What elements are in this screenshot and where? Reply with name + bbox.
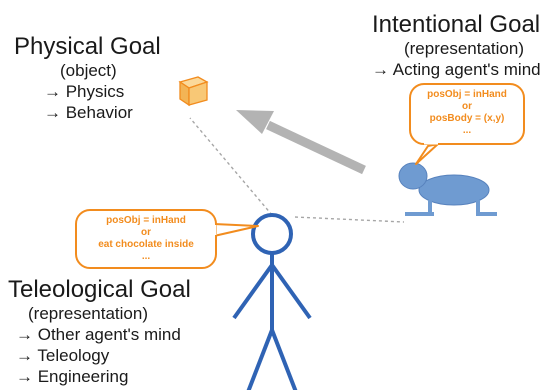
teleological-thought-bubble xyxy=(75,209,259,269)
physical-goal-subtitle: (object) xyxy=(60,61,117,80)
bubble-line: or xyxy=(141,227,151,238)
action-arrow xyxy=(236,110,366,175)
bubble-line: posBody = (x,y) xyxy=(429,113,505,124)
crawling-agent-icon xyxy=(398,162,497,216)
teleological-goal-block: Teleological Goal (representation) → Oth… xyxy=(8,276,228,387)
dotted-line-observer-to-object xyxy=(189,117,273,216)
physical-goal-block: Physical Goal (object) → Physics → Behav… xyxy=(14,33,214,123)
teleological-goal-item: → Teleology xyxy=(16,346,110,365)
physical-goal-title: Physical Goal xyxy=(14,33,161,60)
teleological-goal-subtitle: (representation) xyxy=(28,304,149,323)
intentional-goal-block: Intentional Goal (representation) → Acti… xyxy=(372,11,556,80)
bubble-line: ... xyxy=(462,125,472,136)
physical-goal-item: → Physics xyxy=(44,82,125,101)
teleological-goal-item: → Engineering xyxy=(16,367,129,386)
intentional-goal-title: Intentional Goal xyxy=(372,11,541,38)
physical-goal-item: → Behavior xyxy=(44,103,133,122)
bubble-line: ... xyxy=(141,251,151,262)
cube-icon xyxy=(178,76,209,107)
teleological-goal-title: Teleological Goal xyxy=(8,276,191,303)
intentional-bubble-text: posObj = inHand or posBody = (x,y) ... xyxy=(410,89,524,137)
teleological-goal-item: → Other agent's mind xyxy=(16,325,181,344)
stick-figure-icon xyxy=(232,213,312,390)
teleological-bubble-text: posObj = inHand or eat chocolate inside … xyxy=(76,215,216,263)
intentional-goal-item: → Acting agent's mind xyxy=(372,60,541,79)
bubble-line: posObj = inHand xyxy=(106,215,186,226)
dotted-line-observer-to-agent xyxy=(294,216,405,223)
intentional-goal-subtitle: (representation) xyxy=(403,39,524,58)
intentional-thought-bubble xyxy=(409,83,525,165)
bubble-line: eat chocolate inside xyxy=(98,239,194,250)
bubble-line: posObj = inHand xyxy=(427,89,507,100)
bubble-line: or xyxy=(462,101,472,112)
